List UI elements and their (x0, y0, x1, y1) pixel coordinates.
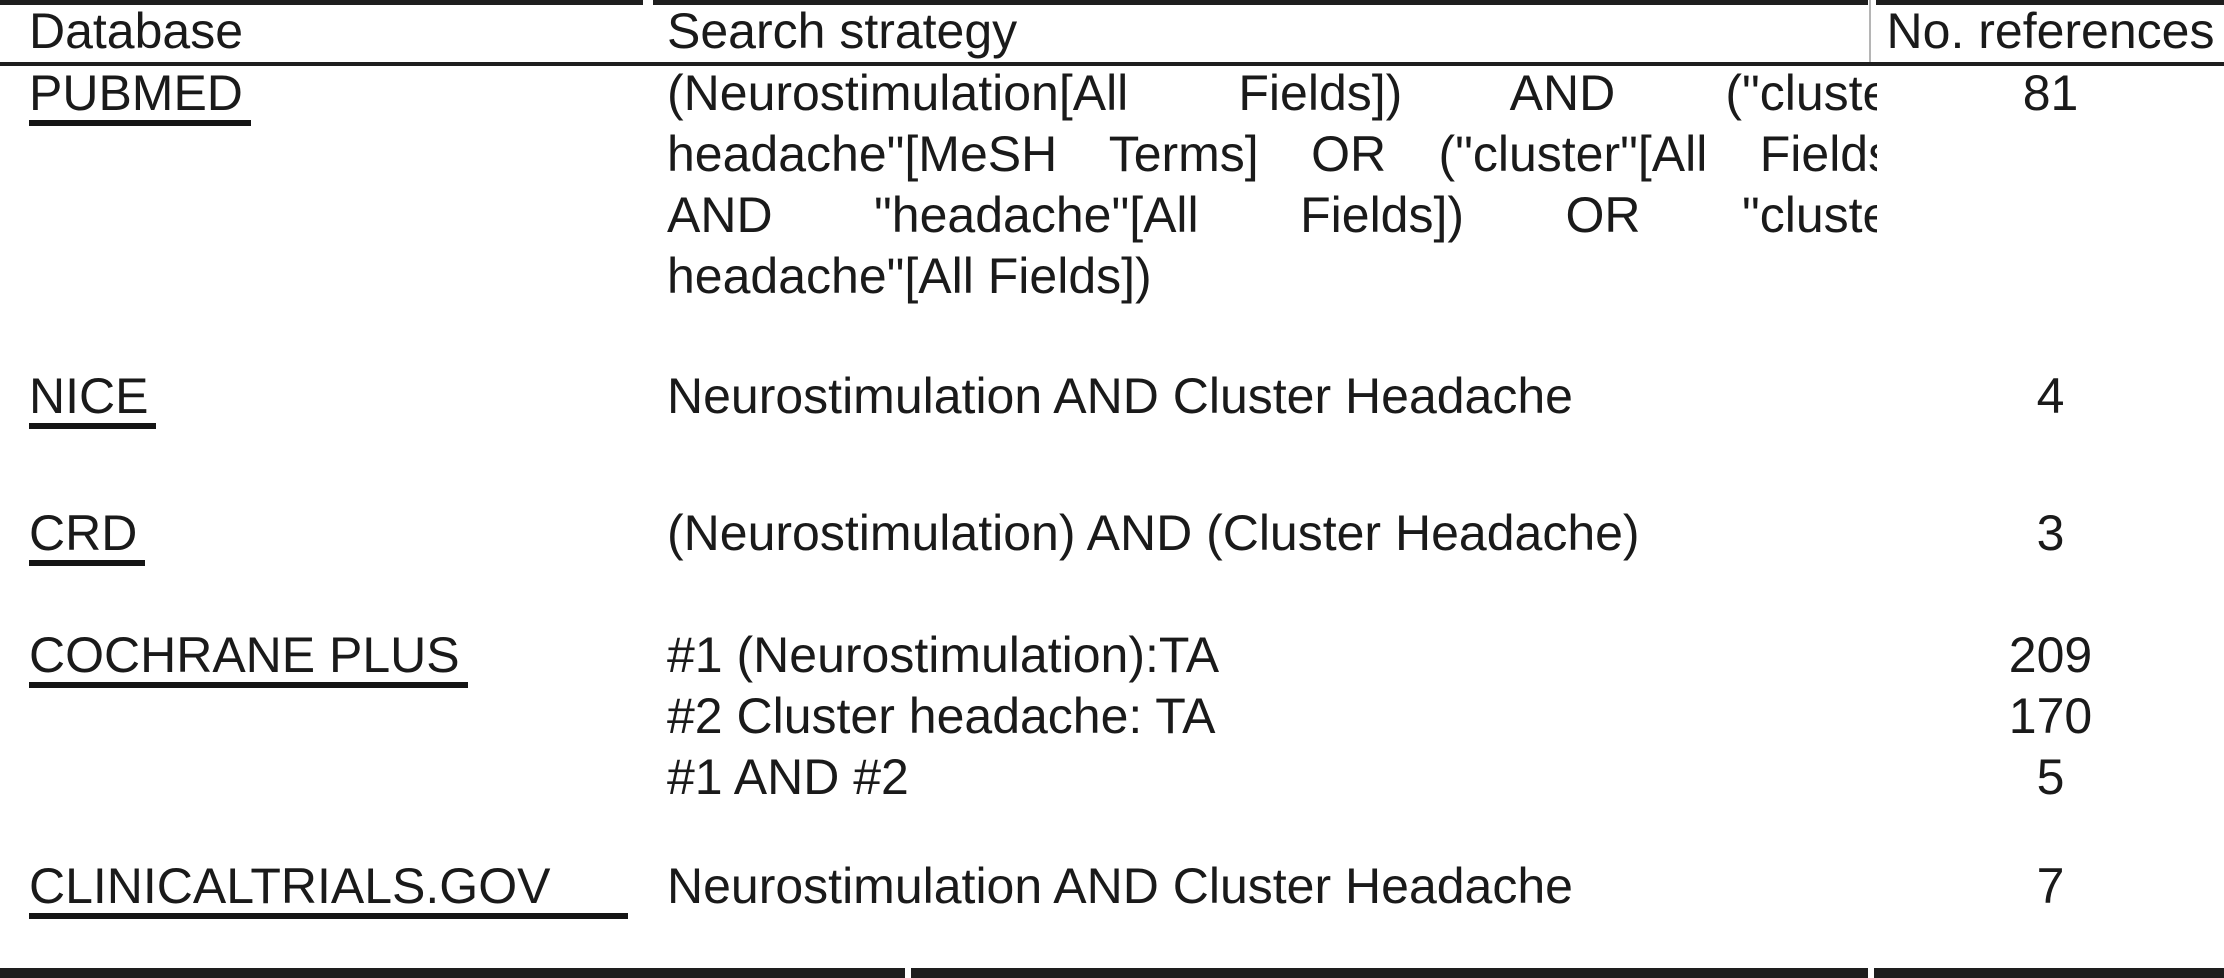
refs-value: 209 (2008, 627, 2093, 683)
database-name: CLINICALTRIALS.GOV (29, 859, 629, 919)
header-database: Database (29, 3, 244, 59)
header-no-references: No. references (1886, 3, 2215, 59)
strategy-cell: (Neurostimulation[All Fields]) AND ("clu… (667, 63, 1877, 307)
table-row-pubmed: PUBMED (Neurostimulation[All Fields]) AN… (0, 63, 2224, 307)
strategy-cell: (Neurostimulation) AND (Cluster Headache… (667, 505, 1640, 561)
db-cell: CRD (29, 503, 667, 566)
table-top-rule-segment (0, 0, 643, 5)
strategy-cell: #1 (Neurostimulation):TA #2 Cluster head… (667, 625, 1877, 808)
refs-value: 170 (2008, 688, 2093, 744)
table-header-row: Database Search strategy No. references (0, 1, 2224, 62)
table-row-crd: CRD (Neurostimulation) AND (Cluster Head… (0, 503, 2224, 566)
strategy-line: #2 Cluster headache: TA (667, 688, 1216, 744)
strategy-line: AND "headache"[All Fields]) OR "cluster (667, 187, 1877, 243)
database-name: COCHRANE PLUS (29, 628, 468, 688)
db-cell: PUBMED (29, 63, 667, 126)
db-cell: COCHRANE PLUS (29, 625, 667, 688)
refs-value: 5 (2036, 749, 2065, 805)
refs-cell: 209 170 5 (1877, 625, 2224, 808)
header-search-strategy: Search strategy (667, 3, 1018, 59)
column-separator-line (1869, 0, 1871, 66)
table-top-rule-segment (1876, 0, 2224, 5)
refs-cell: 7 (2036, 858, 2065, 914)
refs-cell: 3 (2036, 505, 2065, 561)
table-bottom-rule-segment (1874, 968, 2224, 978)
header-bottom-rule (0, 62, 2224, 66)
strategy-line: #1 (Neurostimulation):TA (667, 627, 1220, 683)
strategy-line: headache"[All Fields]) (667, 248, 1152, 304)
table-bottom-rule-segment (911, 968, 1868, 978)
table-top-rule-segment (653, 0, 1868, 5)
table-row-clinicaltrials-gov: CLINICALTRIALS.GOV Neurostimulation AND … (0, 856, 2224, 919)
refs-cell: 4 (2036, 368, 2065, 424)
strategy-line: #1 AND #2 (667, 749, 909, 805)
table-bottom-rule-segment (0, 968, 905, 978)
strategy-line: (Neurostimulation[All Fields]) AND ("clu… (667, 65, 1877, 121)
database-name: NICE (29, 369, 157, 429)
database-name: PUBMED (29, 66, 251, 126)
strategy-line: headache"[MeSH Terms] OR ("cluster"[All … (667, 126, 1877, 182)
table-row-cochrane-plus: COCHRANE PLUS #1 (Neurostimulation):TA #… (0, 625, 2224, 808)
refs-cell: 81 (2022, 65, 2079, 121)
db-cell: NICE (29, 366, 667, 429)
db-cell: CLINICALTRIALS.GOV (29, 856, 667, 919)
strategy-cell: Neurostimulation AND Cluster Headache (667, 858, 1573, 914)
strategy-cell: Neurostimulation AND Cluster Headache (667, 368, 1573, 424)
table-row-nice: NICE Neurostimulation AND Cluster Headac… (0, 366, 2224, 429)
database-name: CRD (29, 506, 146, 566)
